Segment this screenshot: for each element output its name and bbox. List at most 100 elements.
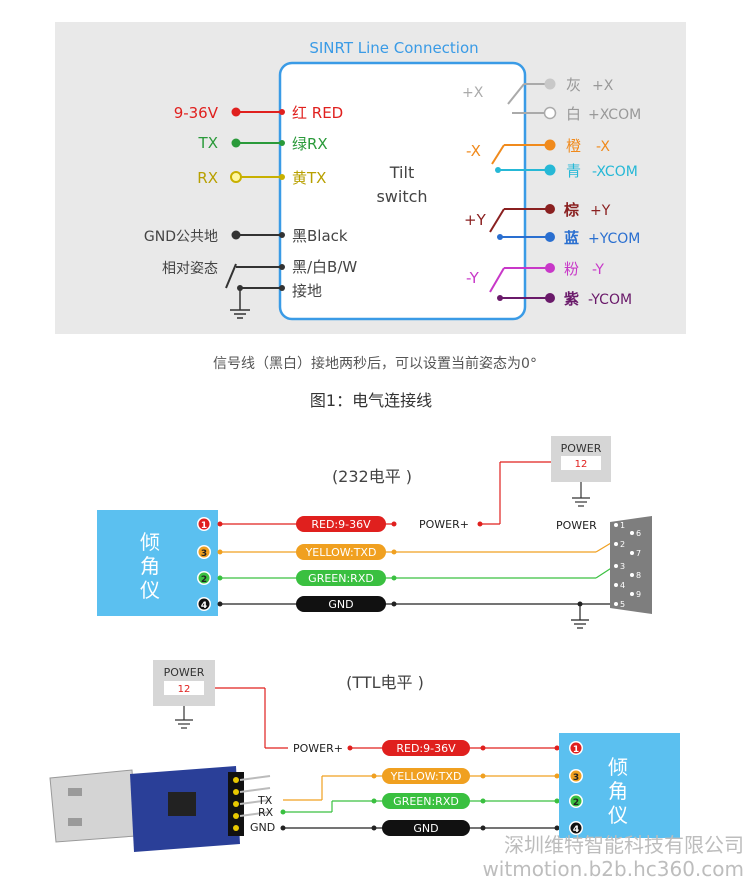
svg-text:RED:9-36V: RED:9-36V xyxy=(396,742,456,755)
switch-label-ny: -Y xyxy=(466,269,480,287)
rs232-device-char2: 角 xyxy=(140,554,160,578)
pin-orange: 橙 xyxy=(566,137,581,155)
svg-text:1: 1 xyxy=(573,745,579,755)
label-9-36v: 9-36V xyxy=(174,104,219,122)
pin-dot-brown xyxy=(545,204,555,214)
pin-purple: 紫 xyxy=(564,290,579,308)
ttl-device-char2: 角 xyxy=(608,779,628,803)
svg-text:2: 2 xyxy=(573,798,579,808)
tilt-switch-box xyxy=(278,61,527,321)
pin-blue-sig: +YCOM xyxy=(588,231,640,247)
db9-connector xyxy=(610,516,652,614)
svg-text:GREEN:RXD: GREEN:RXD xyxy=(393,795,459,808)
box-label-switch: switch xyxy=(376,187,427,206)
ttl-title: (TTL电平 ) xyxy=(346,673,424,692)
rs232-wire-red xyxy=(296,516,386,532)
rs232-pin-badge-1 xyxy=(198,518,210,530)
ttl-power-plus: POWER+ xyxy=(293,742,343,755)
rs232-wire-yellow xyxy=(296,544,386,560)
label-rx: RX xyxy=(197,169,218,187)
rs232-power-box-label: POWER xyxy=(561,442,602,455)
pin-dot-purple xyxy=(545,293,555,303)
usb-gnd-label: GND xyxy=(250,821,275,834)
pin-brown: 棕 xyxy=(564,201,579,219)
pin-dot-cyan xyxy=(544,164,556,176)
pin-cyan-sig: -XCOM xyxy=(592,164,638,180)
pin-dot-pink xyxy=(545,263,555,273)
pin-blue: 蓝 xyxy=(564,229,579,247)
usb-rx-label: RX xyxy=(258,806,274,819)
rs232-title: (232电平 ) xyxy=(332,467,412,486)
rs232-power-plus: POWER+ xyxy=(419,518,469,531)
svg-text:3: 3 xyxy=(201,549,207,559)
svg-text:4: 4 xyxy=(573,825,579,835)
svg-text:2: 2 xyxy=(201,575,207,585)
pin-dot-gray xyxy=(544,78,556,90)
wire-dot-yellow xyxy=(230,171,242,183)
ttl-power-box-label: POWER xyxy=(164,666,205,679)
rs232-pin-badge-4 xyxy=(198,598,210,610)
ttl-device-char3: 仪 xyxy=(608,803,628,827)
switch-label-px: +X xyxy=(462,85,484,101)
label-relative-attitude: 相对姿态 xyxy=(162,261,218,277)
svg-text:7: 7 xyxy=(636,549,641,558)
fig1-right-wires xyxy=(489,78,557,303)
rs232-power-box-value: 12 xyxy=(575,459,588,470)
pin-dot-orange xyxy=(544,139,556,151)
pin-white-sig: +XCOM xyxy=(588,107,641,123)
pin-pink: 粉 xyxy=(564,260,579,278)
db9-power-label: POWER xyxy=(556,519,597,532)
pin-dot-white xyxy=(543,106,557,120)
box-label-tilt: Tilt xyxy=(389,163,414,182)
switch-label-py: +Y xyxy=(464,211,487,229)
inner-ground: 接地 xyxy=(292,282,322,300)
ttl-pin-badge-3 xyxy=(570,770,582,782)
rs232-device xyxy=(97,510,218,616)
pin-cyan: 青 xyxy=(566,162,581,180)
inner-green: 绿RX xyxy=(292,135,328,153)
pin-orange-sig: -X xyxy=(596,139,610,155)
svg-text:8: 8 xyxy=(636,571,641,580)
usb-tx-label: TX xyxy=(257,794,273,807)
ttl-wire-yellow xyxy=(382,768,470,784)
pin-brown-sig: +Y xyxy=(590,203,611,219)
svg-text:5: 5 xyxy=(620,600,625,609)
pin-white: 白 xyxy=(566,105,581,123)
rs232-wires xyxy=(217,461,617,629)
watermark-company: 深圳维特智能科技有限公司 xyxy=(504,833,744,857)
svg-text:2: 2 xyxy=(620,540,625,549)
fig1-caption: 图1：电气连接线 xyxy=(310,391,432,410)
label-gnd-common: GND公共地 xyxy=(144,229,218,245)
inner-red: 红 RED xyxy=(292,104,343,122)
svg-text:1: 1 xyxy=(620,521,625,530)
rs232-pin-badge-2 xyxy=(198,572,210,584)
pin-pink-sig: -Y xyxy=(592,262,604,278)
ttl-device-char1: 倾 xyxy=(608,755,628,779)
svg-text:4: 4 xyxy=(201,601,207,611)
svg-text:GREEN:RXD: GREEN:RXD xyxy=(308,572,374,585)
label-tx: TX xyxy=(198,134,218,152)
inner-bw: 黑/白B/W xyxy=(292,258,357,276)
fig1-left-wires xyxy=(225,107,285,319)
wire-dot-black xyxy=(231,230,241,240)
ttl-pin-badge-4 xyxy=(570,822,582,834)
ttl-power-box-value: 12 xyxy=(178,684,191,695)
switch-label-nx: -X xyxy=(466,142,481,160)
svg-text:4: 4 xyxy=(620,581,625,590)
svg-text:YELLOW:TXD: YELLOW:TXD xyxy=(390,770,462,783)
rs232-device-char1: 倾 xyxy=(140,530,160,554)
svg-text:3: 3 xyxy=(620,562,625,571)
ttl-wire-gnd xyxy=(382,820,470,836)
pin-gray-sig: +X xyxy=(592,78,614,94)
inner-yellow: 黄TX xyxy=(292,169,326,187)
ttl-pin-badge-1 xyxy=(570,742,582,754)
svg-text:6: 6 xyxy=(636,529,641,538)
pin-dot-blue xyxy=(545,232,555,242)
ttl-wire-green xyxy=(382,793,470,809)
pin-gray: 灰 xyxy=(566,76,581,94)
usb-ttl-adapter xyxy=(49,766,271,852)
svg-text:GND: GND xyxy=(328,598,353,611)
watermark-url: witmotion.b2b.hc360.com xyxy=(482,857,744,880)
fig1-note: 信号线（黑白）接地两秒后，可以设置当前姿态为0° xyxy=(213,355,537,372)
